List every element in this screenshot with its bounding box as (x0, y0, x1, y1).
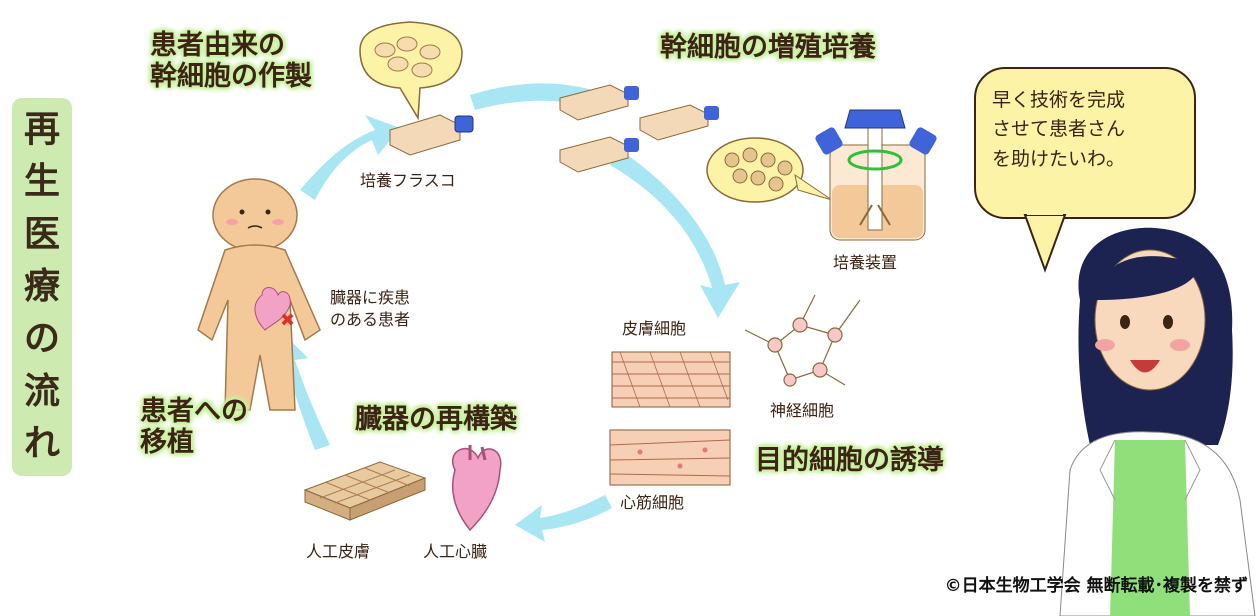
artificial-skin (303, 461, 427, 521)
cardiac-cell-bundle (609, 429, 731, 486)
copyright-notice: ©日本生物工学会 無断転載･複製を禁ず (944, 576, 1248, 596)
title-char: れ (23, 422, 60, 464)
label-bioreactor: 培養装置 (833, 253, 898, 272)
speech-text: 早く技術を完成 させて患者さん を助けたいわ。 (992, 89, 1126, 170)
bioreactor-cell-bubble (706, 137, 833, 203)
label-flask: 培養フラスコ (360, 171, 456, 190)
flask-cell-bubble (359, 21, 463, 121)
title-char: 生 (23, 161, 60, 203)
step-expand-culture: 幹細胞の増殖培養 (660, 32, 876, 63)
patient-figure: ✖ (197, 178, 321, 411)
bioreactor (815, 109, 937, 241)
title-char: 流 (23, 370, 60, 412)
nerve-cell-network (744, 294, 861, 387)
arrow-patient-to-flask (300, 115, 400, 200)
expansion-flasks (559, 84, 719, 173)
arrow-cells-to-organ (515, 495, 612, 542)
label-skin-cells: 皮膚細胞 (622, 319, 687, 338)
svg-text:✖: ✖ (280, 310, 295, 331)
skin-cell-sheet (611, 351, 731, 408)
label-artificial-skin: 人工皮膚 (306, 542, 371, 561)
step-differentiate: 目的細胞の誘導 (755, 445, 944, 476)
label-patient: 臓器に疾患 のある患者 (330, 288, 411, 330)
arrow-expand-to-cells (610, 150, 740, 318)
label-artificial-heart: 人工心臓 (423, 542, 488, 561)
title-char: 再 (23, 109, 60, 151)
step-transplant: 患者への 移植 (140, 396, 248, 459)
step-make-stem-cells: 患者由来の 幹細胞の作製 (150, 30, 312, 93)
researcher-speech-bubble (974, 67, 1196, 273)
researcher-figure (1059, 227, 1256, 616)
title-char: 療 (23, 265, 60, 307)
label-cardiac-cells: 心筋細胞 (620, 493, 685, 512)
vertical-title: 再 生 医 療 の 流 れ (12, 98, 72, 476)
step-rebuild-organ: 臓器の再構築 (355, 404, 517, 435)
artificial-heart (451, 445, 502, 532)
title-char: の (23, 318, 60, 360)
label-nerve-cells: 神経細胞 (770, 401, 835, 420)
arrow-flask-to-expand (470, 83, 600, 110)
title-char: 医 (23, 213, 60, 255)
culture-flask (389, 114, 474, 156)
